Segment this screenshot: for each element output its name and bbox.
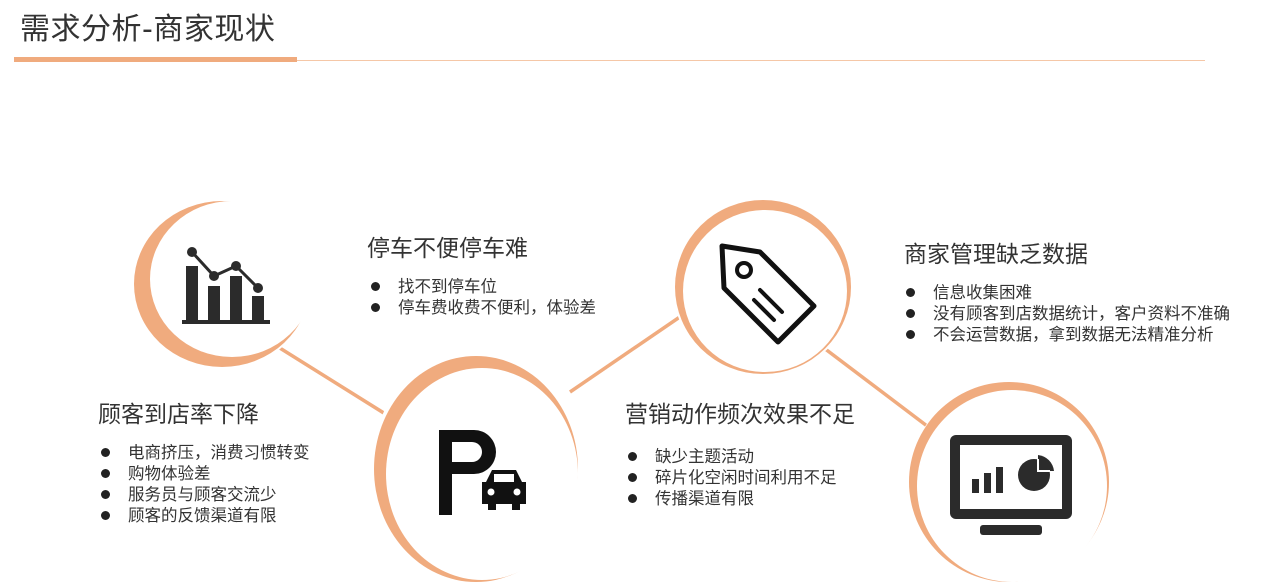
section-bullets-marketing: 缺少主题活动 碎片化空闲时间利用不足 传播渠道有限 — [625, 446, 885, 509]
bullet-item: 没有顾客到店数据统计，客户资料不准确 — [903, 303, 1265, 324]
title-underline — [14, 57, 297, 62]
bullet-item: 服务员与顾客交流少 — [98, 484, 358, 505]
bullet-item: 找不到停车位 — [368, 276, 600, 297]
connector-line — [569, 308, 691, 394]
chart-circle — [132, 199, 312, 369]
section-heading-customer-visits: 顾客到店率下降 — [98, 402, 259, 428]
bullet-item: 缺少主题活动 — [625, 446, 885, 467]
bullet-item: 传播渠道有限 — [625, 488, 885, 509]
monitor-chart-icon — [950, 434, 1072, 535]
section-bullets-customer-visits: 电商挤压，消费习惯转变 购物体验差 服务员与顾客交流少 顾客的反馈渠道有限 — [98, 442, 358, 526]
bullet-item: 碎片化空闲时间利用不足 — [625, 467, 885, 488]
section-bullets-merchant-data: 信息收集困难 没有顾客到店数据统计，客户资料不准确 不会运营数据，拿到数据无法精… — [903, 282, 1265, 345]
connector-line — [818, 343, 937, 434]
tag-circle — [673, 198, 853, 376]
price-tag-icon — [719, 243, 817, 345]
connector-line — [274, 343, 396, 422]
bullet-item: 电商挤压，消费习惯转变 — [98, 442, 358, 463]
parking-circle — [372, 349, 580, 582]
section-heading-marketing: 营销动作频次效果不足 — [625, 402, 855, 428]
monitor-circle — [908, 382, 1110, 582]
bullet-item: 停车费收费不便利，体验差 — [368, 297, 600, 318]
title-divider — [297, 60, 1205, 61]
page-title: 需求分析-商家现状 — [20, 12, 276, 47]
section-heading-merchant-data: 商家管理缺乏数据 — [904, 242, 1088, 268]
bullet-item: 购物体验差 — [98, 463, 358, 484]
chart-icon — [182, 247, 270, 324]
bullet-item: 不会运营数据，拿到数据无法精准分析 — [903, 324, 1265, 345]
parking-car-icon — [439, 429, 526, 515]
bullet-item: 顾客的反馈渠道有限 — [98, 505, 358, 526]
section-bullets-parking: 找不到停车位 停车费收费不便利，体验差 — [368, 276, 600, 318]
section-heading-parking: 停车不便停车难 — [367, 236, 528, 262]
bullet-item: 信息收集困难 — [903, 282, 1265, 303]
